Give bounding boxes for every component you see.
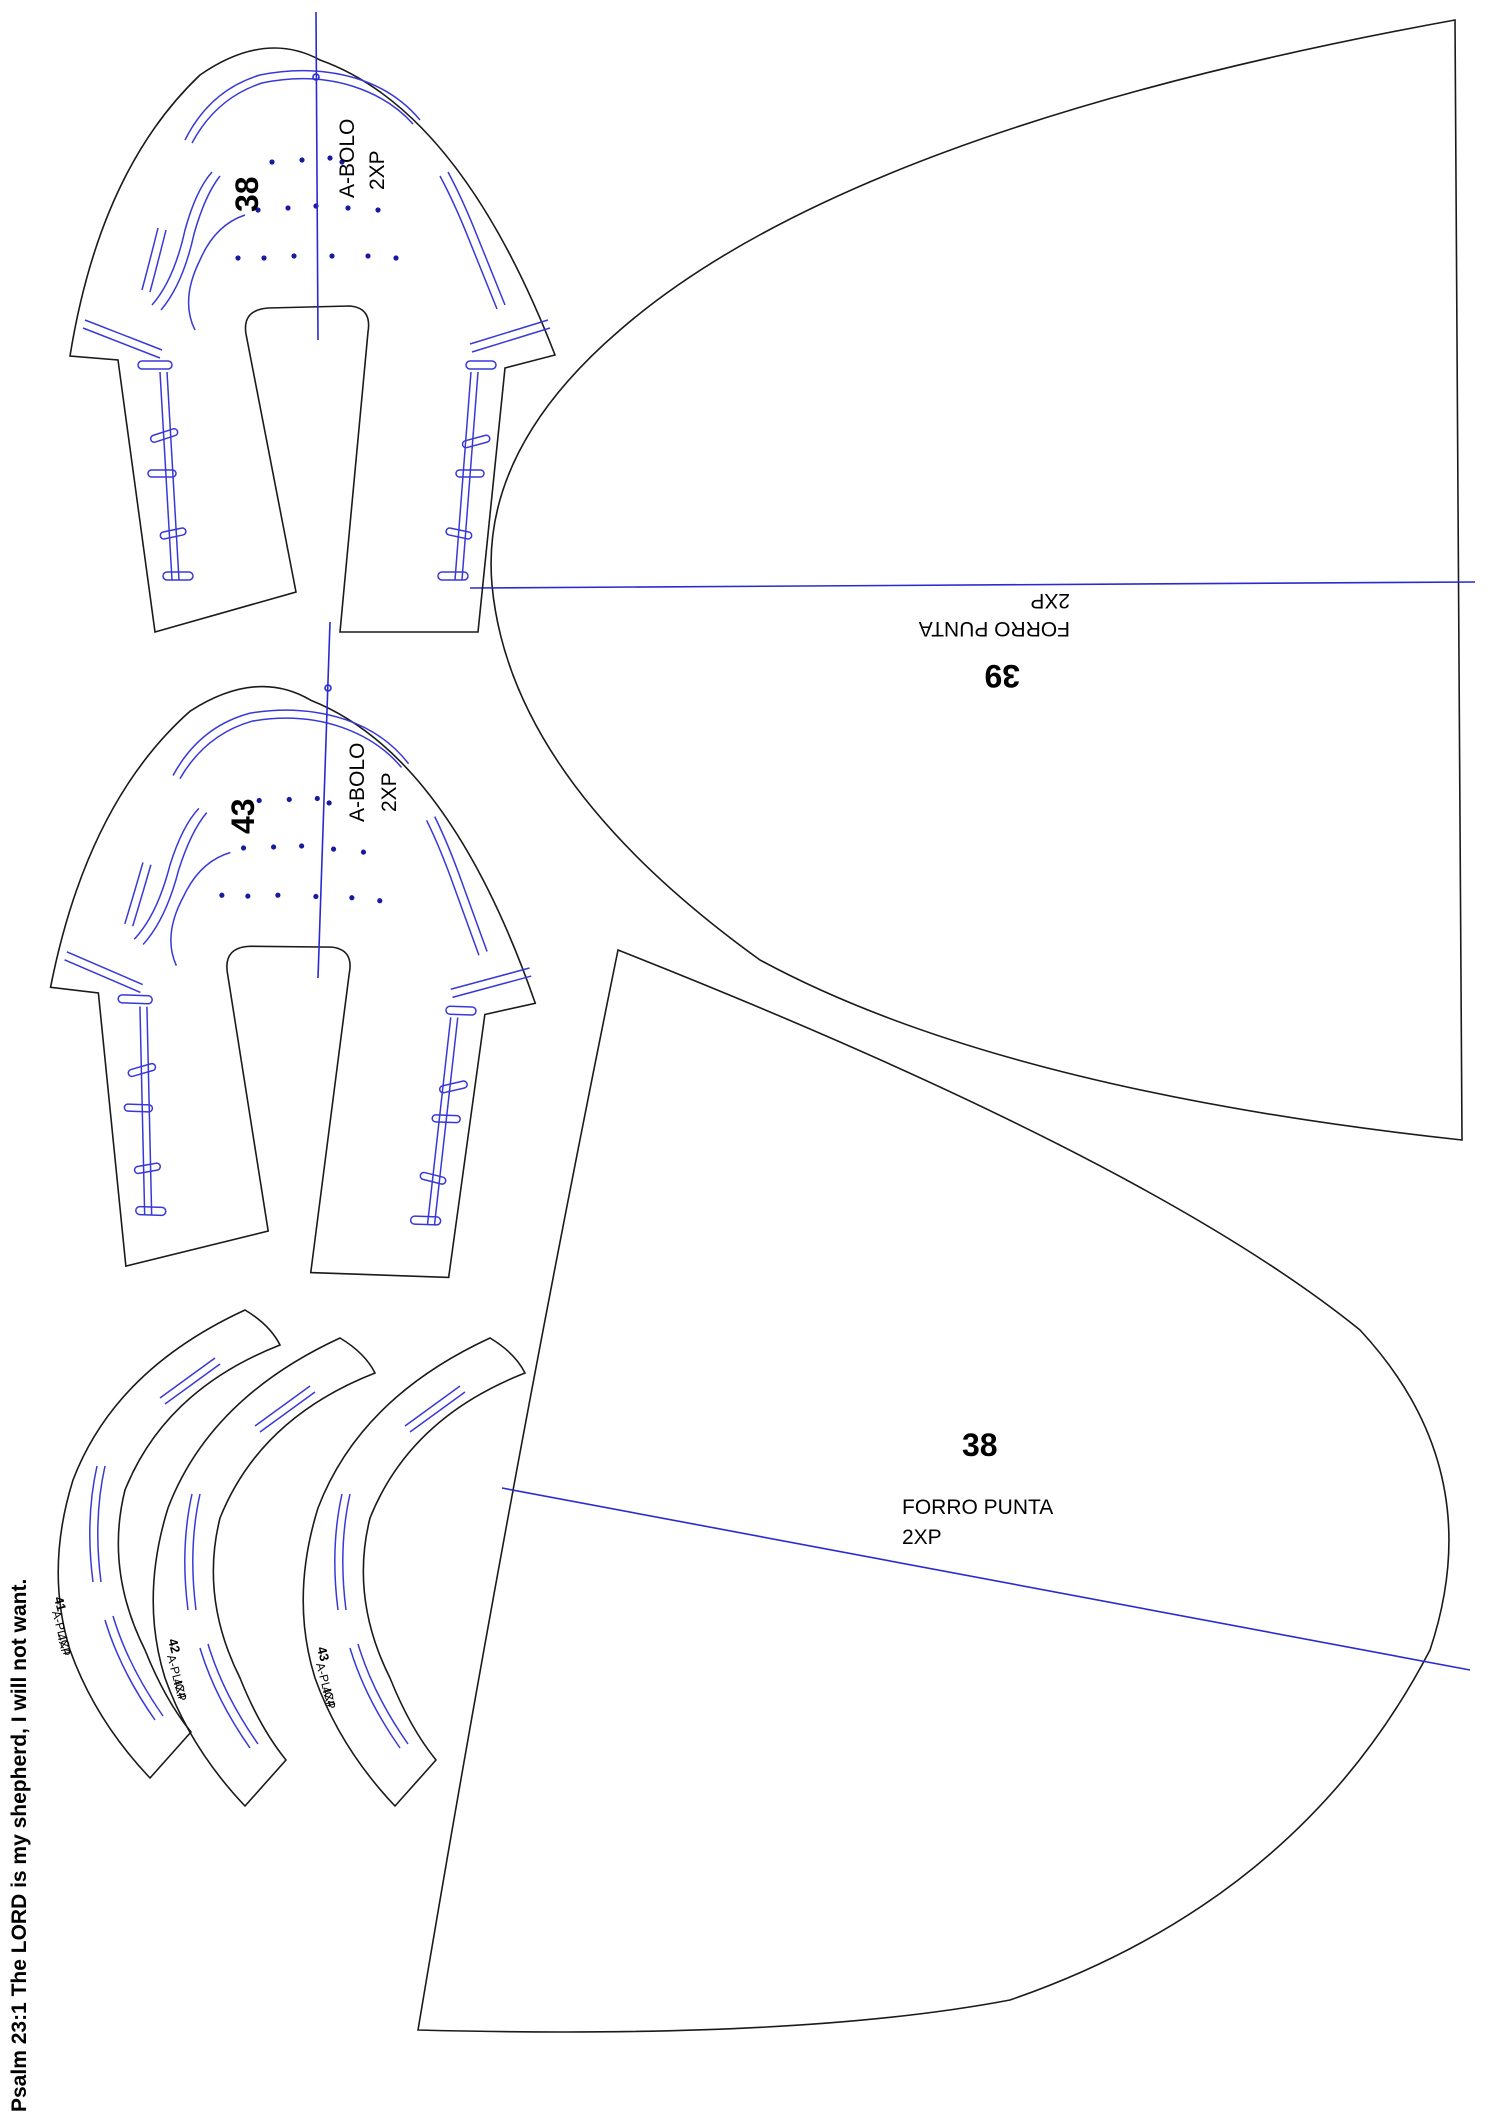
- applique-41-size-label: 41: [51, 1595, 69, 1613]
- vamp-mid-name-label: A-BOLO: [346, 743, 369, 822]
- lining-bottom-grain-line: [501, 1487, 1471, 1671]
- lining-top-name-label: FORRO PUNTA: [919, 617, 1070, 640]
- vamp-top-name-label: A-BOLO: [336, 119, 359, 198]
- applique-42-qty-label: 4XP: [170, 1677, 189, 1703]
- vamp-mid-center-line: [317, 621, 331, 979]
- vamp-piece-middle: 43 A-BOLO 2XP: [40, 621, 547, 1281]
- vamp-top-size-label: 38: [229, 176, 265, 212]
- lining-piece-top: 39 FORRO PUNTA 2XP: [469, 19, 1476, 1141]
- applique-41-qty-label: 4XP: [54, 1632, 73, 1658]
- lining-top-qty-label: 2XP: [1030, 589, 1070, 612]
- lining-top-grain-line: [469, 581, 1476, 589]
- lining-top-outline: [490, 19, 1463, 1141]
- applique-piece-41: 41 A-PLIC4 4XP: [49, 1309, 281, 1779]
- vamp-top-qty-label: 2XP: [366, 150, 389, 190]
- vamp-mid-qty-label: 2XP: [378, 772, 401, 812]
- vamp-mid-size-label: 43: [225, 798, 261, 834]
- lining-top-size-label: 39: [984, 658, 1020, 694]
- applique-42-size-label: 42: [165, 1637, 183, 1655]
- lining-piece-bottom: 38 FORRO PUNTA 2XP: [417, 948, 1471, 2033]
- lining-bottom-name-label: FORRO PUNTA: [902, 1496, 1053, 1519]
- vamp-piece-top: 38 A-BOLO 2XP: [69, 11, 556, 633]
- applique-43-qty-label: 4XP: [319, 1685, 338, 1711]
- lining-bottom-size-label: 38: [962, 1427, 998, 1463]
- psalm-verse-text: Psalm 23:1 The LORD is my shepherd, I wi…: [8, 1579, 31, 2112]
- vamp-top-center-line: [315, 11, 319, 341]
- applique-43-size-label: 43: [314, 1645, 332, 1663]
- lining-bottom-outline: [417, 948, 1450, 2033]
- applique-piece-43: 43 A-PLIC4 4XP: [302, 1337, 526, 1807]
- lining-bottom-qty-label: 2XP: [902, 1526, 942, 1549]
